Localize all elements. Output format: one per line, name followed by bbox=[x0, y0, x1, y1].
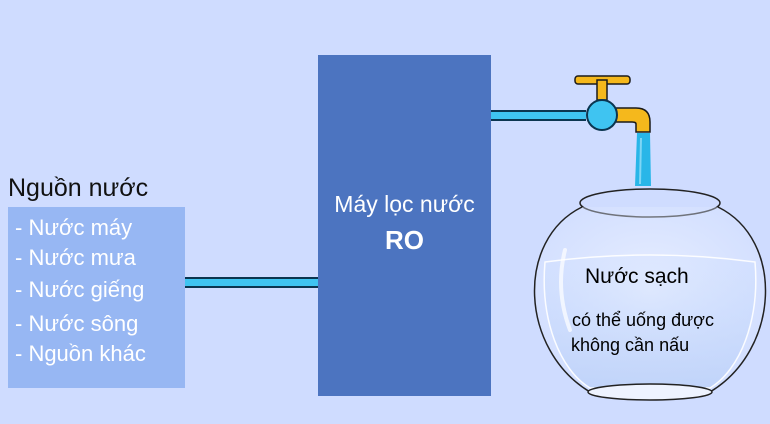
source-item-rain-water: - Nước mưa bbox=[15, 245, 136, 270]
machine-label: Máy lọc nước bbox=[334, 191, 475, 217]
output-title: Nước sạch bbox=[585, 265, 689, 288]
output-line2: không cần nấu bbox=[571, 335, 689, 355]
source-list: - Nước máy - Nước mưa - Nước giếng - Nướ… bbox=[8, 207, 185, 388]
source-item-other-source: - Nguồn khác bbox=[15, 341, 146, 366]
inlet-pipe bbox=[185, 277, 319, 288]
machine-model: RO bbox=[385, 225, 424, 255]
outlet-pipe bbox=[491, 110, 586, 121]
output-line1: có thể uống được bbox=[572, 310, 714, 330]
source-title: Nguồn nước bbox=[8, 174, 149, 202]
source-item-river-water: - Nước sông bbox=[15, 311, 139, 336]
glass-bowl-icon bbox=[533, 188, 767, 401]
source-item-tap-water: - Nước máy bbox=[15, 215, 133, 240]
source-item-well-water: - Nước giếng bbox=[15, 277, 145, 302]
faucet-icon bbox=[574, 75, 651, 133]
ro-machine: Máy lọc nước RO bbox=[318, 55, 491, 396]
water-stream bbox=[635, 133, 651, 186]
